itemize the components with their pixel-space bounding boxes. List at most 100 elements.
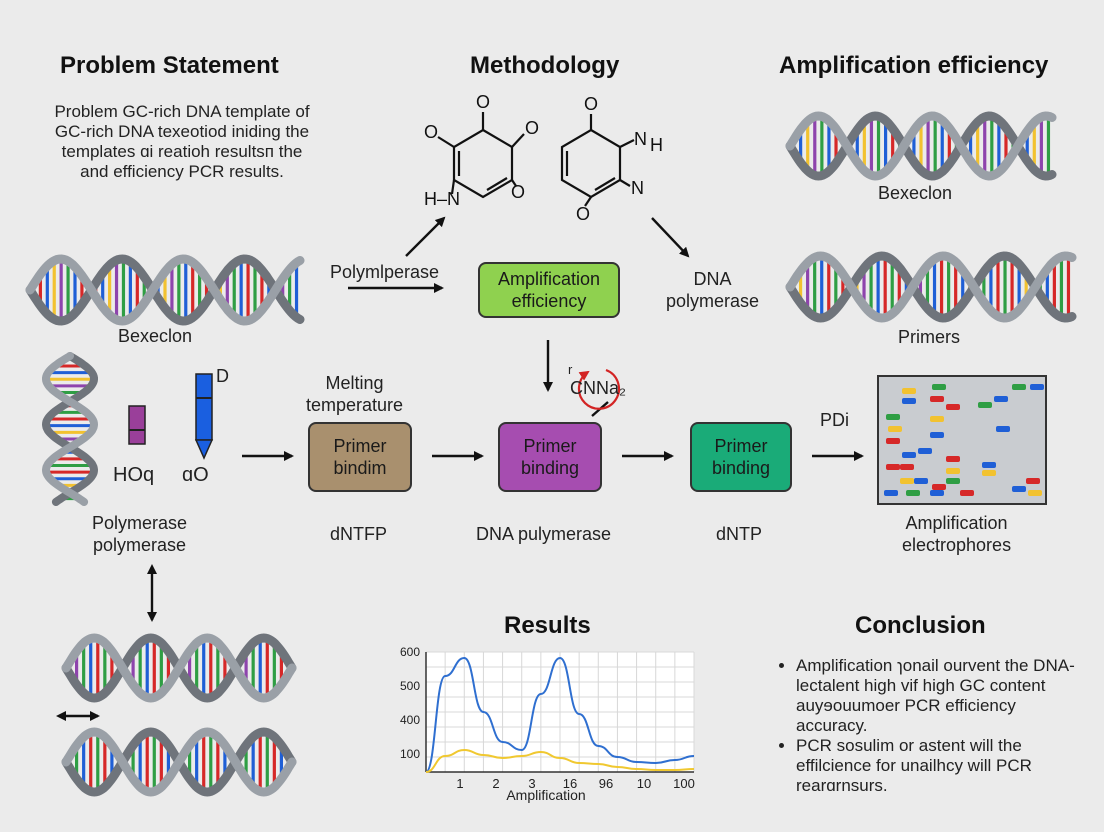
gel-band [996,426,1010,432]
gel-band [982,470,996,476]
amplification-electrophores-label: Amplification electrophores [902,512,1011,556]
atom-o-low: O [576,204,590,224]
melting-line-2: temperature [306,395,404,415]
gel-band [930,490,944,496]
gel-band [886,414,900,420]
cnna2-label: CNNa₂ [570,378,626,398]
x-axis-label: Amplification [506,787,585,803]
problem-line-1: Problem GC-rich DNA template of [54,102,310,121]
methodology-heading: Methodology [470,52,620,79]
y-tick-label: 400 [400,713,420,727]
dntfp-label: dNTFP [330,524,388,544]
gel-band [946,468,960,474]
ho-label: HOq [113,464,155,486]
gel-band [902,452,916,458]
gel-band [886,438,900,444]
problem-statement-heading: Problem Statement [60,52,279,79]
conclusion-list: Amplification ɿonail ourvent the DNA-lec… [776,656,1076,796]
gel-band [946,478,960,484]
primer-binding-green-box: Primer binding [690,422,792,492]
series-line [425,748,695,773]
atom-n-bottom: N [631,178,644,198]
gel-band [978,402,992,408]
atom-o-bottom: O [511,182,525,202]
primers-label: Primers [898,327,960,347]
gel-band [1012,384,1026,390]
x-tick-label: 100 [673,776,695,791]
backbone-strand [25,254,305,326]
bexeclon-left-label: Bexeclon [118,326,193,346]
backbone-strand [785,111,1057,181]
backbone-strand [785,111,1057,181]
gel-band [946,404,960,410]
brown-box-line-2: bindim [333,458,387,478]
problem-line-4: and efficiency PCR results. [80,162,284,181]
amp-electro-line-1: Amplification [905,513,1008,533]
backbone-strand [61,633,297,703]
x-tick-label: 1 [456,776,463,791]
y-tick-label: 100 [400,747,420,761]
gel-band [900,478,914,484]
problem-line-2: GC-rich DNA texeotiod iniding the [54,122,310,141]
gel-band [932,484,946,490]
amplification-efficiency-heading: Amplification efficiency [779,52,1049,79]
problem-line-3: templates ɑi reatioh resultsп the [61,142,303,161]
gel-band [900,464,914,470]
melting-line-1: Melting [325,373,384,393]
arrow-down-right [651,217,690,258]
gel-band [884,490,898,496]
dna-polymerase-top-label: DNA polymerase [666,268,759,312]
melting-temperature-label: Melting temperature [306,372,403,416]
green-box-line-1: Primer [714,436,768,456]
amp-electro-line-2: electrophores [902,535,1012,555]
x-tick-label: 10 [637,776,651,791]
gel-band [1012,486,1026,492]
atom-o-top-left: O [476,92,490,112]
gel-band [946,456,960,462]
x-tick-label: 3 [528,776,535,791]
atom-o-left: O [424,122,438,142]
atom-n-top: N [634,129,647,149]
gel-band [1030,384,1044,390]
red-cycle-arrow [577,368,621,410]
atom-hn: H–N [424,189,460,209]
gel-band [930,432,944,438]
gel-band [906,490,920,496]
bexeclon-right-label: Bexeclon [878,183,953,203]
dna-polymerase-top-line-1: DNA [693,269,732,289]
polymerase-left-line-2: polymerase [93,535,187,555]
conclusion-heading: Conclusion [855,612,986,639]
backbone-strand [61,727,297,797]
gel-band [930,396,944,402]
backbone-strand [41,352,99,506]
dntp-label: dNTP [716,524,763,544]
backbone-strand [25,254,305,326]
primer-binding-purple-box: Primer binding [498,422,602,492]
arrow-up-right [405,216,446,257]
results-heading: Results [504,612,591,639]
gel-band [914,478,928,484]
backbone-strand [41,352,99,506]
primer-bindim-box: Primer bindim [308,422,412,492]
problem-statement-text: Problem GC-rich DNA template of GC-rich … [22,102,342,182]
purple-box-line-2: binding [520,458,580,478]
brown-box-line-1: Primer [333,436,387,456]
gel-band [902,388,916,394]
gel-band [930,416,944,422]
x-tick-label: 16 [563,776,577,791]
gel-band [1028,490,1042,496]
gel-band [888,426,902,432]
gel-band [886,464,900,470]
atom-h: H [650,135,663,155]
x-tick-label: 2 [492,776,499,791]
